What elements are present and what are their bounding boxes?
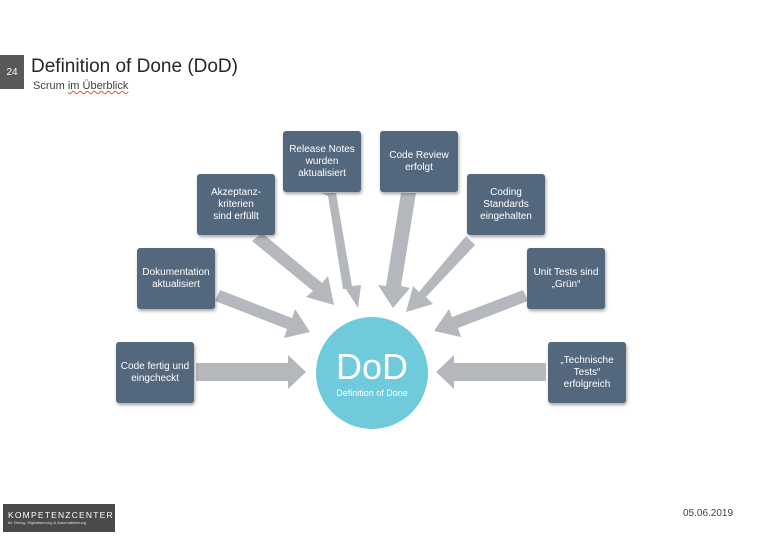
item-box-release-notes: Release Notes wurden aktualisiert: [283, 131, 361, 192]
arrow-3: [252, 233, 334, 305]
arrow-5: [378, 193, 416, 308]
item-box-dokumentation: Dokumentation aktualisiert: [137, 248, 215, 309]
arrow-7: [434, 290, 528, 337]
dod-full-name: Definition of Done: [336, 388, 408, 398]
arrow-1: [196, 355, 306, 389]
dod-circle: DoD Definition of Done: [316, 317, 428, 429]
item-box-code-review: Code Review erfolgt: [380, 131, 458, 192]
company-logo: KOMPETENZCENTER für Dialog, Digitalisier…: [3, 504, 115, 532]
item-box-coding-standards: Coding Standards eingehalten: [467, 174, 545, 235]
item-box-technische-tests: „Technische Tests“ erfolgreich: [548, 342, 626, 403]
slide-number: 24: [0, 55, 24, 89]
item-box-unit-tests: Unit Tests sind „Grün“: [527, 248, 605, 309]
subtitle-prefix: Scrum: [33, 80, 68, 92]
logo-sub-text: für Dialog, Digitalisierung & Automatisi…: [8, 520, 87, 525]
item-box-code-fertig: Code fertig und eingcheckt: [116, 342, 194, 403]
arrow-8: [436, 355, 546, 389]
slide-title: Definition of Done (DoD): [31, 56, 238, 77]
slide-subtitle: Scrum im Überblick: [33, 80, 128, 92]
subtitle-highlight: im Überblick: [67, 80, 129, 92]
arrow-6: [406, 236, 475, 312]
item-box-akzeptanzkriterien: Akzeptanz- kriterien sind erfüllt: [197, 174, 275, 235]
slide-date: 05.06.2019: [683, 508, 734, 519]
dod-abbreviation: DoD: [335, 346, 409, 387]
arrow-4: [321, 193, 361, 308]
logo-main-text: KOMPETENZCENTER: [8, 510, 114, 520]
arrow-2: [215, 290, 310, 338]
